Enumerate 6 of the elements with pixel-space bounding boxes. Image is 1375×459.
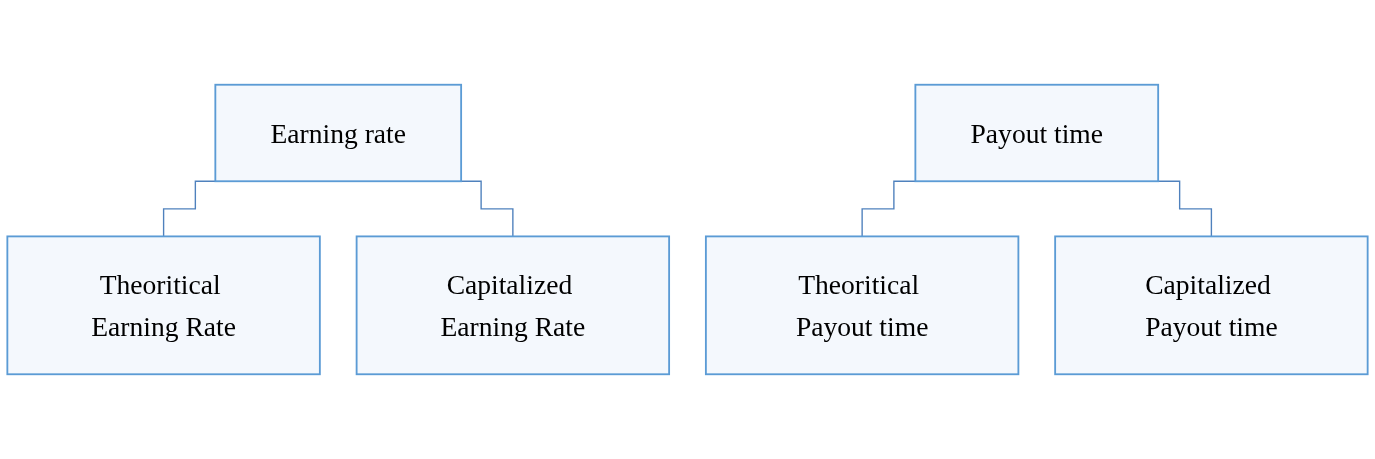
node-box: Payout time	[914, 83, 1160, 183]
node-box: Theoritical Payout time	[704, 235, 1020, 376]
node-box: Theoritical Earning Rate	[6, 235, 321, 376]
node-box: Earning rate	[214, 83, 463, 183]
node-box: Capitalized Earning Rate	[355, 235, 671, 376]
node-box: Capitalized Payout time	[1054, 235, 1369, 376]
